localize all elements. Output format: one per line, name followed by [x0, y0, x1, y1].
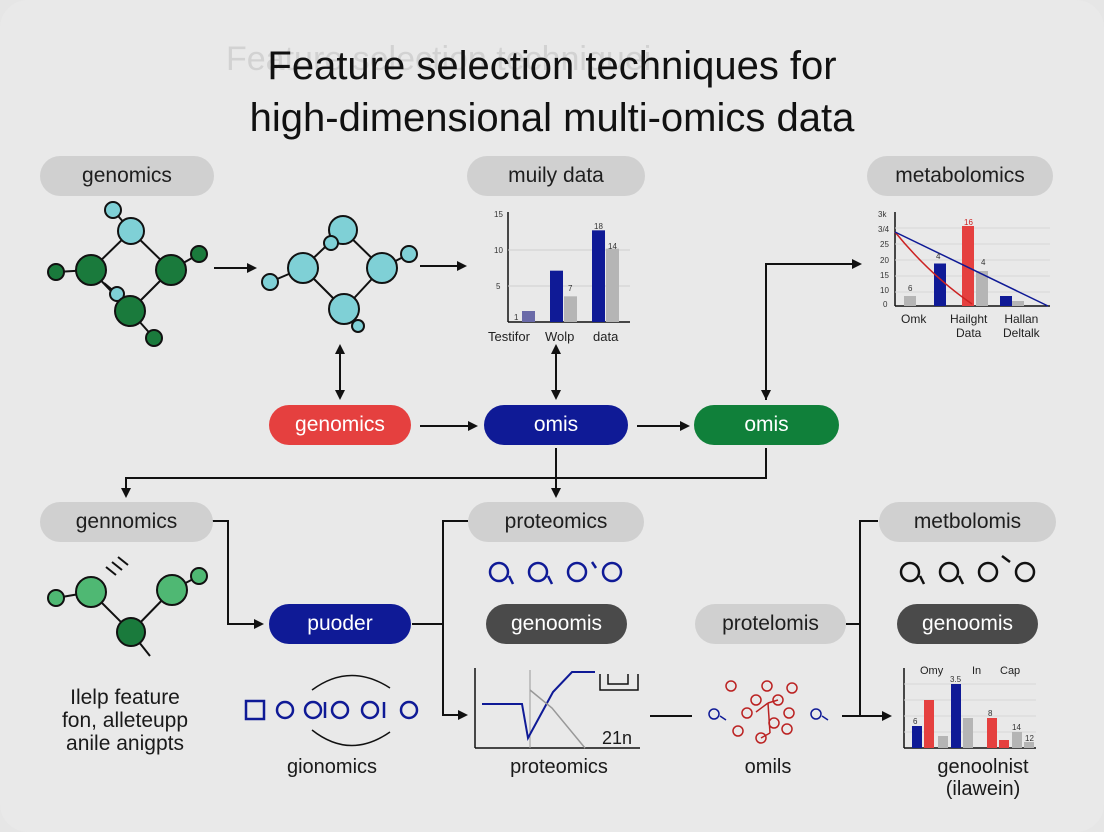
metab-category: Hailght Data — [950, 312, 987, 340]
top-bar-chart — [507, 212, 630, 323]
bottom-chart-data-label: 12 — [1025, 734, 1034, 743]
bottom-label-omils: omils — [744, 756, 792, 778]
metab-tick: 25 — [880, 240, 889, 249]
top-chart-tick: 15 — [494, 210, 503, 219]
metab-data-label: 4 — [981, 258, 986, 267]
top-chart-category: data — [593, 329, 619, 344]
title-line-2: high-dimensional multi-omics data — [249, 96, 855, 140]
metab-tick: 15 — [880, 271, 889, 280]
molecule-green-mid — [47, 556, 208, 657]
node-puoder[interactable]: puoder — [269, 604, 411, 644]
bottom-chart-data-label: 8 — [988, 709, 993, 718]
metab-bar — [904, 296, 916, 306]
node-metabolomics[interactable]: metabolomics — [867, 156, 1053, 196]
bottom-label-proteomics: proteomics — [510, 756, 608, 778]
metab-tick: 3/4 — [878, 225, 890, 234]
metab-category-line: Deltalk — [1003, 326, 1040, 340]
symbol-row-proteomics — [488, 561, 623, 585]
bottom-bar — [999, 740, 1009, 748]
metab-bar — [934, 263, 946, 306]
metab-trend-red — [894, 231, 973, 305]
top-chart-bar — [522, 311, 535, 322]
node-muily-data[interactable]: muily data — [467, 156, 645, 196]
metab-tick: 10 — [880, 286, 889, 295]
metab-data-label: 16 — [964, 218, 973, 227]
metab-category-line: Hailght — [950, 312, 988, 326]
top-chart-data-label: 7 — [568, 284, 573, 293]
bottom-chart-data-label: 3.5 — [950, 675, 962, 684]
metab-data-label: 4 — [936, 252, 941, 261]
top-chart-bar — [564, 296, 577, 322]
node-gennomics[interactable]: gennomics — [40, 502, 213, 542]
bottom-chart-header: Cap — [1000, 665, 1021, 677]
bottom-label-genoolnist: genoolnist (ilawein) — [908, 756, 1058, 800]
title-line-1: Feature selection techniques for — [267, 44, 837, 88]
metab-tick: 20 — [880, 256, 889, 265]
top-chart-tick: 10 — [494, 246, 503, 255]
metab-data-label: 6 — [908, 284, 913, 293]
top-chart-bar — [606, 248, 619, 322]
metab-bar — [1012, 301, 1024, 306]
metab-tick: 0 — [883, 300, 888, 309]
help-text: Ilelp feature fon, alleteupp anile anigp… — [40, 686, 210, 755]
bottom-bar — [924, 700, 934, 748]
line-chart-note: 21n — [602, 728, 633, 748]
bottom-label-gionomics: gionomics — [286, 756, 378, 778]
bottom-chart-header: Omy — [920, 665, 944, 677]
top-chart-bar — [550, 270, 563, 322]
node-protelomis[interactable]: protelomis — [695, 604, 846, 644]
bottom-bar — [963, 718, 973, 748]
node-genoomis-right[interactable]: genoomis — [897, 604, 1038, 644]
molecule-green-top — [47, 201, 208, 347]
bottom-bar — [1024, 742, 1034, 748]
help-text-line: fon, alleteupp — [61, 709, 189, 732]
top-chart-data-label: 18 — [594, 222, 603, 231]
bottom-label-line: genoolnist — [937, 756, 1029, 778]
page-title: Feature selection techniques for high-di… — [0, 40, 1104, 144]
metab-category-line: Hallan — [1004, 312, 1039, 326]
help-text-line: Ilelp feature — [70, 686, 180, 709]
node-omis-navy[interactable]: omis — [484, 405, 628, 445]
top-chart-category: Wolp — [545, 329, 575, 344]
bottom-chart-header: In — [972, 665, 982, 677]
bottom-bar — [987, 718, 997, 748]
bottom-label-line: (ilawein) — [945, 778, 1021, 800]
symbol-row-bottom-left — [244, 674, 419, 747]
symbol-row-metbolomis — [899, 555, 1036, 585]
metab-category-line: Data — [956, 326, 982, 340]
top-chart-data-label: 14 — [608, 242, 617, 251]
metab-bar — [962, 226, 974, 306]
scatter-network — [708, 680, 829, 744]
node-genomics-red[interactable]: genomics — [269, 405, 411, 445]
metab-category: Hallan Deltalk — [1003, 312, 1040, 340]
line-chart-bottom — [474, 668, 640, 749]
bottom-bar — [1012, 732, 1022, 748]
top-chart-bar — [592, 230, 605, 322]
metab-bar — [1000, 296, 1012, 306]
node-metbolomis[interactable]: metbolomis — [879, 502, 1056, 542]
node-genomics-top[interactable]: genomics — [40, 156, 214, 196]
molecule-teal-top — [261, 215, 418, 333]
bottom-chart-data-label: 6 — [913, 717, 918, 726]
metab-bar — [976, 271, 988, 306]
node-omis-green[interactable]: omis — [694, 405, 839, 445]
bottom-bar — [912, 726, 922, 748]
bottom-bar-chart — [903, 668, 1036, 749]
node-genoomis-center[interactable]: genoomis — [486, 604, 627, 644]
top-chart-data-label: 1 — [514, 313, 519, 322]
bottom-chart-data-label: 14 — [1012, 723, 1021, 732]
metab-tick: 3k — [878, 210, 887, 219]
top-chart-tick: 5 — [496, 282, 501, 291]
metab-category: Omk — [901, 312, 927, 326]
top-chart-category: Testifor — [488, 329, 530, 344]
node-proteomics[interactable]: proteomics — [468, 502, 644, 542]
ghost-title: Feature selection techniquei — [226, 40, 652, 78]
help-text-line: anile anigpts — [66, 732, 184, 755]
bottom-bar — [951, 684, 961, 748]
metabolomics-chart — [894, 212, 1050, 307]
metab-trend-navy — [894, 231, 1049, 307]
bottom-bar — [938, 736, 948, 748]
